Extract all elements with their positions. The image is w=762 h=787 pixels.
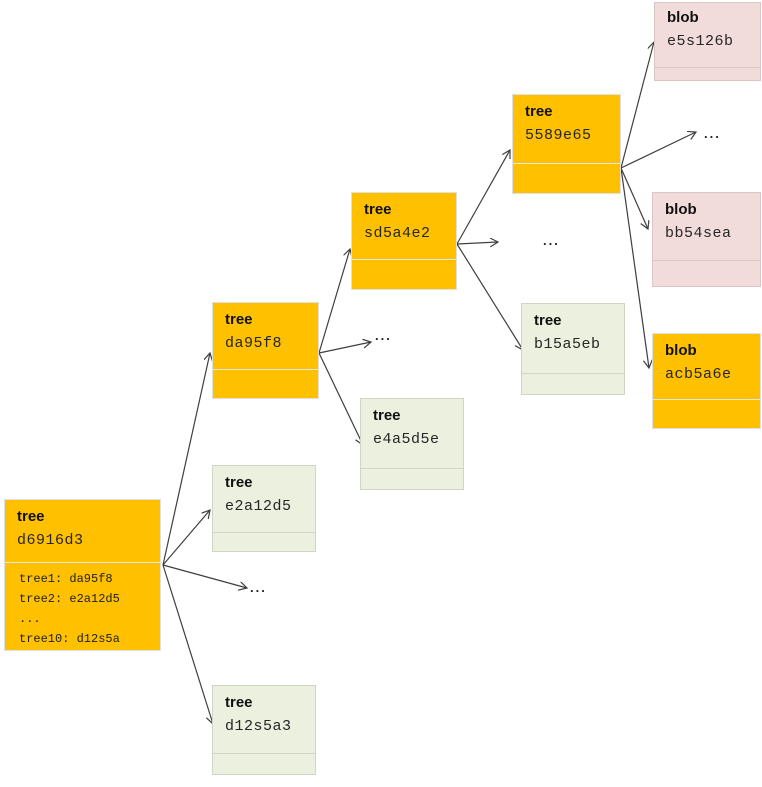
tree-node-d6916d3: tree d6916d3 tree1: da95f8 tree2: e2a12d… bbox=[4, 499, 161, 651]
arrow-5589e65-to-acb5a6e bbox=[620, 167, 649, 368]
tree-node-e4a5d5e: tree e4a5d5e bbox=[360, 398, 464, 490]
arrow-da95f8-to-sd5a4e2 bbox=[318, 249, 350, 354]
arrow-5589e65-to-e5s126b bbox=[620, 42, 654, 169]
node-type-label: tree bbox=[364, 201, 392, 218]
blob-node-acb5a6e: blob acb5a6e bbox=[652, 333, 761, 429]
node-type-label: tree bbox=[525, 103, 553, 120]
node-type-label: tree bbox=[225, 311, 253, 328]
blob-node-bb54sea: blob bb54sea bbox=[652, 192, 761, 287]
node-hash: d12s5a3 bbox=[225, 718, 292, 735]
node-type-label: tree bbox=[17, 508, 45, 525]
node-type-label: blob bbox=[665, 201, 697, 218]
node-type-label: blob bbox=[665, 342, 697, 359]
arrow-sd5a4e2-to-b15a5eb bbox=[456, 243, 523, 350]
node-type-label: tree bbox=[225, 474, 253, 491]
tree-entry: ... bbox=[19, 612, 41, 626]
node-hash: b15a5eb bbox=[534, 336, 601, 353]
arrow-root-to-d12s5a3 bbox=[162, 564, 213, 724]
tree-entry: tree10: d12s5a bbox=[19, 632, 120, 646]
tree-entry: tree1: da95f8 bbox=[19, 572, 113, 586]
tree-entry: tree2: e2a12d5 bbox=[19, 592, 120, 606]
node-hash: 5589e65 bbox=[525, 127, 592, 144]
arrow-5589e65-to-bb54sea bbox=[620, 167, 648, 229]
blob-node-e5s126b: blob e5s126b bbox=[654, 2, 761, 81]
arrow-sd5a4e2-to-5589e65 bbox=[456, 150, 510, 245]
node-hash: bb54sea bbox=[665, 225, 732, 242]
ellipsis-root-children: ... bbox=[250, 580, 267, 595]
node-hash: e4a5d5e bbox=[373, 431, 440, 448]
tree-node-e2a12d5: tree e2a12d5 bbox=[212, 465, 316, 552]
tree-node-da95f8: tree da95f8 bbox=[212, 302, 319, 399]
node-hash: da95f8 bbox=[225, 335, 283, 352]
node-hash: e5s126b bbox=[667, 33, 734, 50]
tree-node-5589e65: tree 5589e65 bbox=[512, 94, 621, 194]
arrow-5589e65-to-ellipsis bbox=[620, 132, 696, 169]
arrow-root-to-e2a12d5 bbox=[162, 510, 210, 566]
arrow-sd5a4e2-to-ellipsis bbox=[456, 242, 498, 244]
arrow-da95f8-to-e4a5d5e bbox=[318, 352, 363, 445]
arrow-root-to-ellipsis bbox=[162, 564, 247, 588]
tree-node-b15a5eb: tree b15a5eb bbox=[521, 303, 625, 395]
node-type-label: tree bbox=[373, 407, 401, 424]
node-type-label: tree bbox=[534, 312, 562, 329]
node-type-label: blob bbox=[667, 9, 699, 26]
tree-node-sd5a4e2: tree sd5a4e2 bbox=[351, 192, 457, 290]
tree-node-d12s5a3: tree d12s5a3 bbox=[212, 685, 316, 775]
ellipsis-5589e65-children: ... bbox=[704, 126, 721, 141]
node-hash: d6916d3 bbox=[17, 532, 84, 549]
ellipsis-da95f8-children: ... bbox=[375, 328, 392, 343]
node-type-label: tree bbox=[225, 694, 253, 711]
arrow-root-to-da95f8 bbox=[162, 353, 210, 566]
ellipsis-sd5a4e2-children: ... bbox=[543, 233, 560, 248]
node-hash: sd5a4e2 bbox=[364, 225, 431, 242]
node-hash: acb5a6e bbox=[665, 366, 732, 383]
node-hash: e2a12d5 bbox=[225, 498, 292, 515]
arrow-da95f8-to-ellipsis bbox=[318, 342, 371, 354]
